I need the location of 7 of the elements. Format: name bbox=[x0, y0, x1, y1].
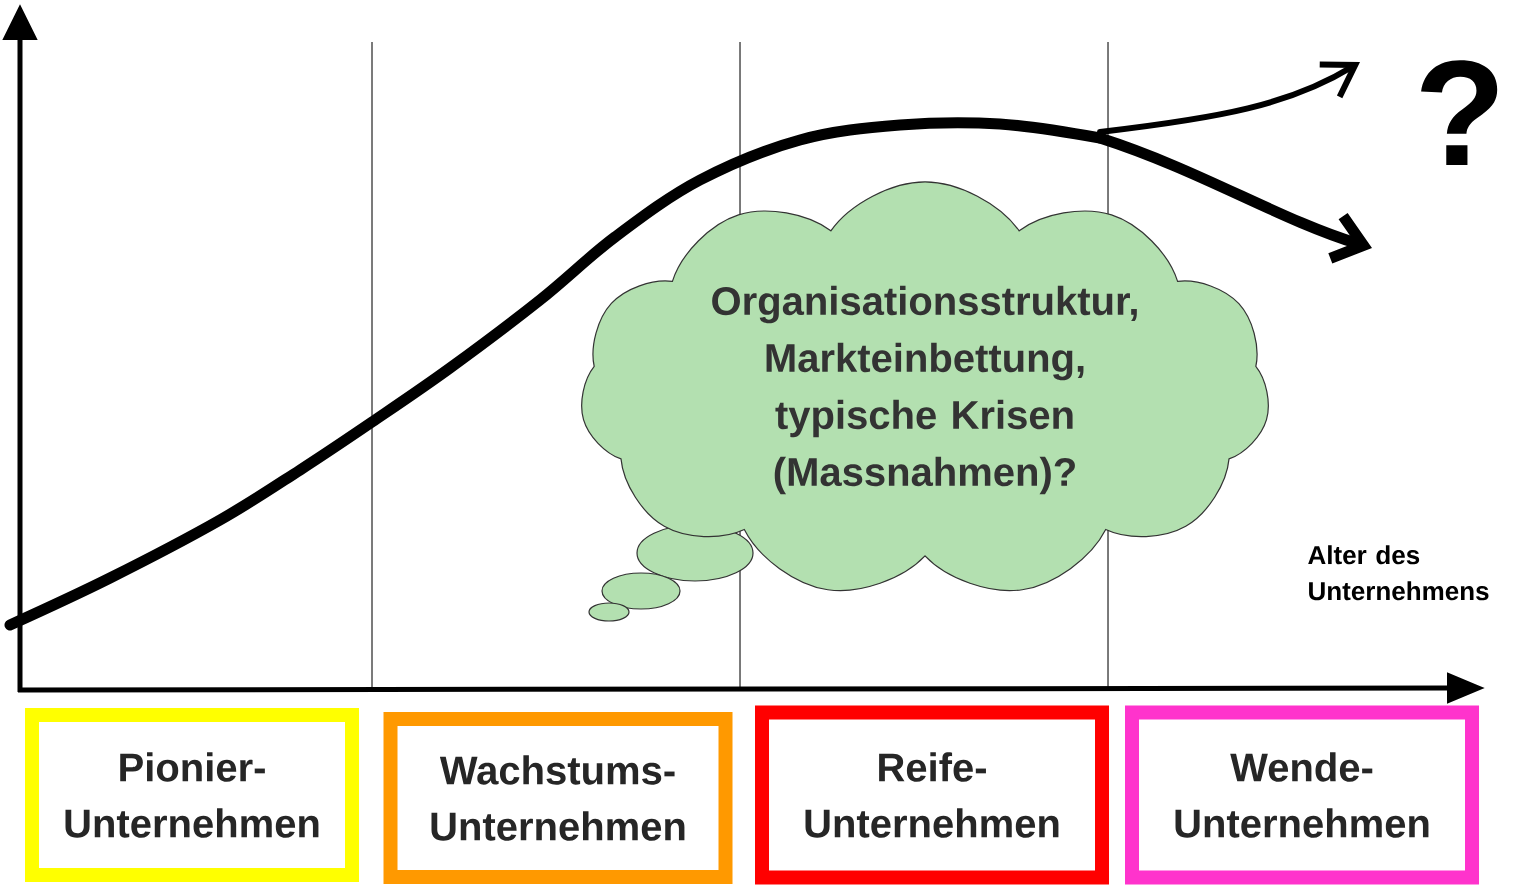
thought-cloud: Organisationsstruktur, Markteinbettung, typische Krisen (Massnahmen)? bbox=[581, 181, 1269, 592]
stage-box: Pionier- Unternehmen bbox=[25, 708, 359, 882]
stage-box: Reife- Unternehmen bbox=[755, 705, 1109, 885]
question-mark: ? bbox=[1421, 60, 1498, 165]
stage-box: Wachstums- Unternehmen bbox=[383, 712, 733, 884]
stage-box: Wende- Unternehmen bbox=[1125, 705, 1479, 885]
axis-label: Alter des Unternehmens bbox=[1308, 545, 1489, 601]
